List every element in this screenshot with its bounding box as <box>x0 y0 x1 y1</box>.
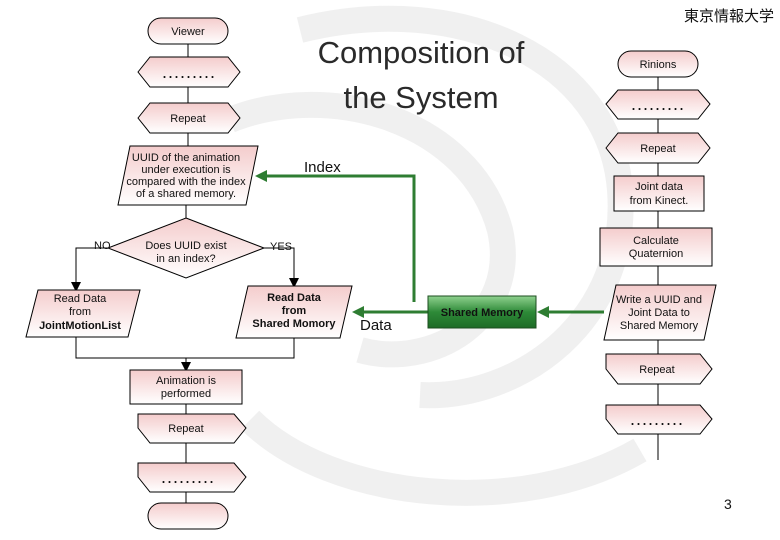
title-line1: Composition of <box>318 35 525 70</box>
write-line1: Write a UUID and <box>616 294 702 306</box>
title-line2: the System <box>343 80 498 115</box>
university-name: 東京情報大学 <box>683 7 774 25</box>
loop-end-bottom <box>137 462 247 493</box>
merge-line-right <box>181 338 295 372</box>
uuid-note-line3: compared with the index <box>126 176 246 188</box>
rinions-loop-end <box>605 404 713 435</box>
uuid-note-line4: of a shared memory. <box>136 188 236 200</box>
write-line3: Shared Memory <box>620 320 699 332</box>
write-line2: Joint Data to <box>628 307 690 319</box>
read-list-line2: from <box>69 306 91 318</box>
merge-line-left <box>75 337 186 359</box>
animation-line2: performed <box>161 388 211 400</box>
rinions-repeat-top-label: Repeat <box>640 143 675 155</box>
rinions-repeat-bottom-label: Repeat <box>639 364 674 376</box>
calculate-box <box>599 227 713 267</box>
uuid-note-line2: under execution is <box>141 164 231 176</box>
rinions-label: Rinions <box>640 59 677 71</box>
rinions-dots-bottom: ......... <box>630 409 684 429</box>
viewer-repeat-bottom: Repeat <box>168 423 203 435</box>
loop-start-top <box>137 56 241 88</box>
animation-line1: Animation is <box>156 375 216 387</box>
decision-line1: Does UUID exist <box>145 240 226 252</box>
read-shared-line2: from <box>282 305 307 317</box>
shared-memory-box <box>427 295 537 329</box>
read-shared-box <box>235 285 353 339</box>
shared-memory-label: Shared Memory <box>441 307 524 319</box>
decision-diamond <box>106 217 266 279</box>
read-list-box <box>25 289 141 338</box>
rinions-repeat-bottom <box>605 353 713 385</box>
calculate-line1: Calculate <box>633 235 679 247</box>
read-shared-line3: Shared Momory <box>252 318 336 330</box>
joint-data-line2: from Kinect. <box>630 195 689 207</box>
calculate-line2: Quaternion <box>629 248 683 260</box>
uuid-compare-box <box>117 145 259 206</box>
uuid-note-line1: UUID of the animation <box>132 152 240 164</box>
read-shared-line1: Read Data <box>267 292 322 304</box>
viewer-dots-bottom: ......... <box>161 467 215 487</box>
yes-label: YES <box>270 241 292 253</box>
read-list-line3: JointMotionList <box>39 320 121 332</box>
viewer-repeat-top: Repeat <box>170 113 205 125</box>
index-label: Index <box>304 159 341 176</box>
joint-data-box <box>613 175 705 212</box>
data-label: Data <box>360 317 392 334</box>
yes-arrow <box>264 247 299 288</box>
page-number: 3 <box>724 496 732 512</box>
viewer-end-terminal <box>147 502 229 530</box>
repeat-hexagon-top <box>137 102 241 134</box>
rinions-loop-start <box>605 89 711 120</box>
joint-data-line1: Joint data <box>635 181 684 193</box>
no-arrow <box>71 247 108 292</box>
rinions-dots-top: ......... <box>631 94 685 114</box>
write-box <box>603 284 717 341</box>
repeat-hexagon-bottom <box>137 413 247 444</box>
no-label: NO <box>94 240 111 252</box>
viewer-label: Viewer <box>171 26 205 38</box>
read-list-line1: Read Data <box>54 293 107 305</box>
rinions-repeat-top <box>605 132 711 164</box>
viewer-dots-top: ......... <box>162 62 216 82</box>
decision-line2: in an index? <box>156 253 215 265</box>
index-arrow <box>255 170 416 302</box>
